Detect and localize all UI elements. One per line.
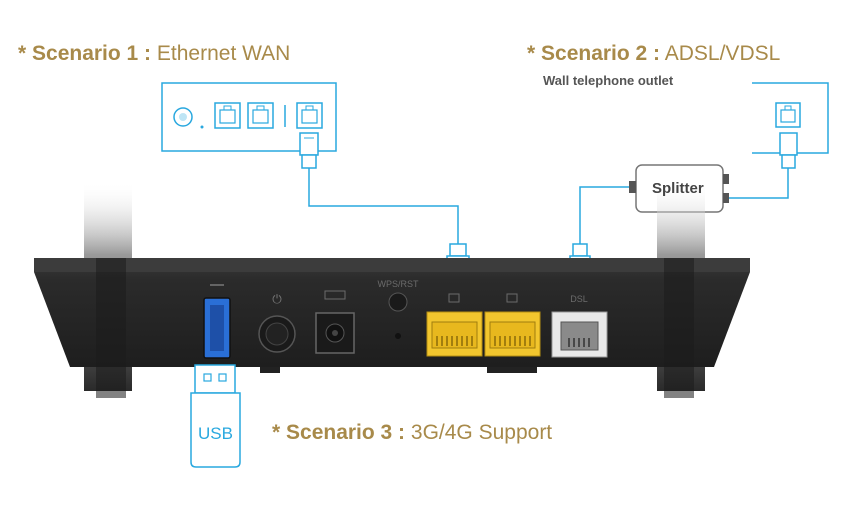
scenario-3-text: 3G/4G Support [405, 421, 553, 444]
phone-jack-icon [775, 102, 801, 128]
rj11-plug-icon [779, 132, 798, 169]
dsl-port: DSL [551, 294, 608, 358]
rj45-plug-icon [299, 132, 319, 169]
wall-outlet-caption: Wall telephone outlet [543, 73, 674, 88]
ethernet-source-panel [161, 82, 337, 152]
scenario-3-label: * Scenario 3 : [272, 421, 406, 444]
dsl-label: DSL [570, 294, 588, 304]
scenario-2-text: ADSL/VDSL [660, 42, 781, 65]
wan-cable [308, 168, 459, 244]
scenario-2-label: * Scenario 2 : [527, 42, 661, 65]
usb-stick [190, 364, 241, 468]
ethernet-port-icon [296, 102, 323, 129]
dc-power-jack [315, 290, 355, 354]
reset-label: WPS/RST [377, 279, 419, 289]
reset-button: WPS/RST [377, 279, 419, 339]
splitter-label: Splitter [652, 180, 704, 197]
scenario-3-title: * Scenario 3 : 3G/4G Support [272, 421, 552, 445]
splitter-to-dsl-cable [579, 186, 636, 244]
scenario-1-text: Ethernet WAN [151, 42, 291, 65]
ethernet-port-icon [214, 102, 241, 129]
ethernet-port-icon [247, 102, 274, 129]
outlet-to-splitter-cable [723, 168, 789, 199]
power-button: ⏻ [258, 292, 296, 353]
usb-label: USB [198, 424, 233, 443]
power-icon: ⏻ [272, 292, 282, 306]
scenario-2-title: * Scenario 2 : ADSL/VDSL [527, 42, 780, 66]
lan-port-1 [426, 293, 483, 357]
scenario-1-label: * Scenario 1 : [18, 42, 152, 65]
wall-outlet-panel [752, 82, 829, 154]
cables [308, 168, 789, 244]
lan-port-2 [484, 293, 541, 357]
usb-port [203, 284, 231, 359]
scenario-1-title: * Scenario 1 : Ethernet WAN [18, 42, 290, 66]
